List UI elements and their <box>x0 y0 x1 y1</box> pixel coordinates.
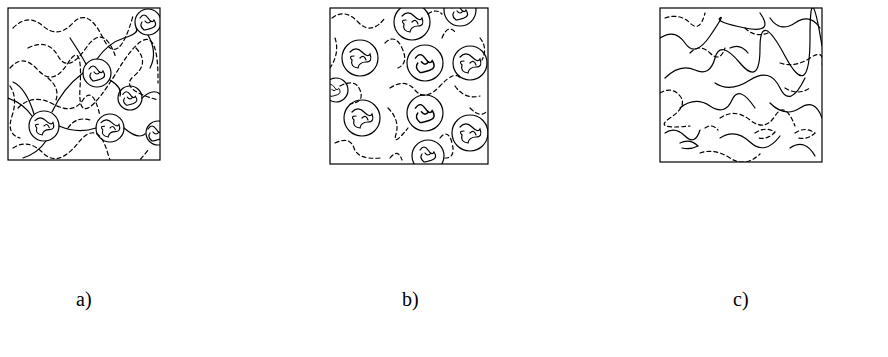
panel-c <box>660 7 823 162</box>
panel-label: a) <box>76 288 92 311</box>
panel-label: c) <box>733 288 749 311</box>
panel-a <box>8 8 170 171</box>
panel-b <box>324 0 488 172</box>
panel-label: b) <box>402 288 419 311</box>
